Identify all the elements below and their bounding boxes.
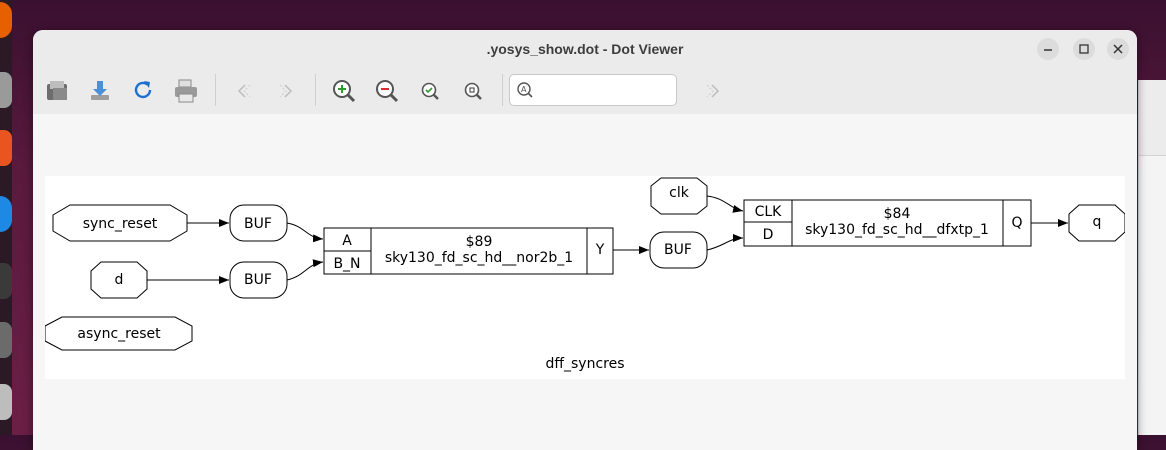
- forward-icon: [279, 84, 293, 98]
- edge: [706, 195, 744, 213]
- zoom-fit-icon: [421, 82, 439, 100]
- find-next-button[interactable]: [700, 78, 726, 104]
- close-icon: [1113, 44, 1123, 54]
- input-label-sync-reset: sync_reset: [83, 216, 158, 232]
- cell-type: sky130_fd_sc_hd__dfxtp_1: [805, 222, 989, 238]
- cell-nor2b[interactable]: [323, 227, 614, 275]
- forward-button[interactable]: [273, 78, 299, 104]
- toolbar-separator: [315, 74, 316, 106]
- close-button[interactable]: [1107, 38, 1129, 60]
- edge: [286, 222, 324, 243]
- desktop-dock: [0, 0, 12, 435]
- save-icon: [91, 81, 109, 100]
- cell-port-d: D: [763, 227, 774, 243]
- save-button[interactable]: [88, 78, 114, 104]
- firefox-icon[interactable]: [0, 2, 12, 38]
- output-label-q: q: [1093, 214, 1102, 230]
- cell-port-a: A: [342, 233, 352, 249]
- files-icon[interactable]: [0, 72, 12, 108]
- zoom-out-icon: [376, 80, 399, 103]
- background-window: [1138, 80, 1166, 435]
- terminal-icon[interactable]: [0, 263, 12, 299]
- cell-port-q: Q: [1011, 215, 1022, 231]
- dot-viewer-window: .yosys_show.dot - Dot Viewer: [33, 30, 1137, 450]
- open-icon: [47, 81, 67, 100]
- print-button[interactable]: [173, 78, 199, 104]
- back-icon: [237, 84, 251, 98]
- edge: [286, 259, 324, 281]
- help-icon[interactable]: [0, 196, 12, 232]
- cell-id: $84: [884, 206, 911, 222]
- reload-button[interactable]: [131, 78, 157, 104]
- buffer-label: BUF: [244, 272, 272, 288]
- window-title: .yosys_show.dot - Dot Viewer: [486, 41, 684, 57]
- text-editor-icon[interactable]: [0, 384, 12, 420]
- find-next-icon: [706, 84, 720, 98]
- zoom-100-icon: [464, 82, 482, 100]
- search-input[interactable]: [536, 78, 674, 102]
- input-node-sync-reset[interactable]: [52, 204, 188, 242]
- buffer-node[interactable]: [229, 204, 288, 242]
- input-label-d: d: [115, 272, 124, 288]
- input-node-d[interactable]: [90, 261, 148, 299]
- cell-type: sky130_fd_sc_hd__nor2b_1: [385, 250, 573, 266]
- zoom-out-button[interactable]: [374, 78, 400, 104]
- reload-icon: [134, 81, 152, 99]
- buffer-node[interactable]: [649, 231, 708, 269]
- graph-view[interactable]: sync_reset d async_reset clk BUF BUF BUF: [44, 176, 1126, 379]
- toolbar: A: [33, 68, 1137, 114]
- buffer-label: BUF: [244, 216, 272, 232]
- netlist-graph: sync_reset d async_reset clk BUF BUF BUF: [44, 177, 1126, 372]
- graph-title: dff_syncres: [545, 356, 624, 372]
- maximize-icon: [1079, 44, 1089, 54]
- background-window-toolbar: [1139, 80, 1166, 156]
- edge: [706, 234, 744, 251]
- open-button[interactable]: [45, 78, 71, 104]
- software-icon[interactable]: [0, 130, 12, 166]
- toolbar-separator: [215, 74, 216, 106]
- zoom-in-button[interactable]: [331, 78, 357, 104]
- print-icon: [175, 79, 197, 103]
- zoom-fit-button[interactable]: [417, 78, 443, 104]
- cell-port-b-n: B_N: [333, 256, 360, 272]
- input-label-clk: clk: [669, 185, 690, 201]
- graph-canvas[interactable]: sync_reset d async_reset clk BUF BUF BUF: [33, 114, 1137, 450]
- zoom-in-icon: [333, 80, 356, 103]
- settings-icon[interactable]: [0, 322, 12, 358]
- cell-port-y: Y: [595, 242, 605, 258]
- search-box: A: [509, 74, 677, 106]
- search-icon: A: [517, 82, 533, 98]
- input-node-async-reset[interactable]: [44, 316, 193, 351]
- zoom-100-button[interactable]: [460, 78, 486, 104]
- back-button[interactable]: [231, 78, 257, 104]
- cell-dfxtp[interactable]: [743, 199, 1032, 247]
- minimize-icon: [1044, 49, 1052, 51]
- svg-text:A: A: [521, 85, 527, 94]
- input-label-async-reset: async_reset: [77, 326, 161, 342]
- maximize-button[interactable]: [1073, 38, 1095, 60]
- minimize-button[interactable]: [1037, 38, 1059, 60]
- cell-port-clk: CLK: [755, 204, 783, 220]
- input-node-clk[interactable]: [650, 177, 708, 215]
- buffer-label: BUF: [664, 242, 692, 258]
- buffer-node[interactable]: [229, 261, 288, 299]
- toolbar-separator: [502, 74, 503, 106]
- title-bar: .yosys_show.dot - Dot Viewer: [33, 30, 1137, 68]
- cell-id: $89: [466, 234, 493, 250]
